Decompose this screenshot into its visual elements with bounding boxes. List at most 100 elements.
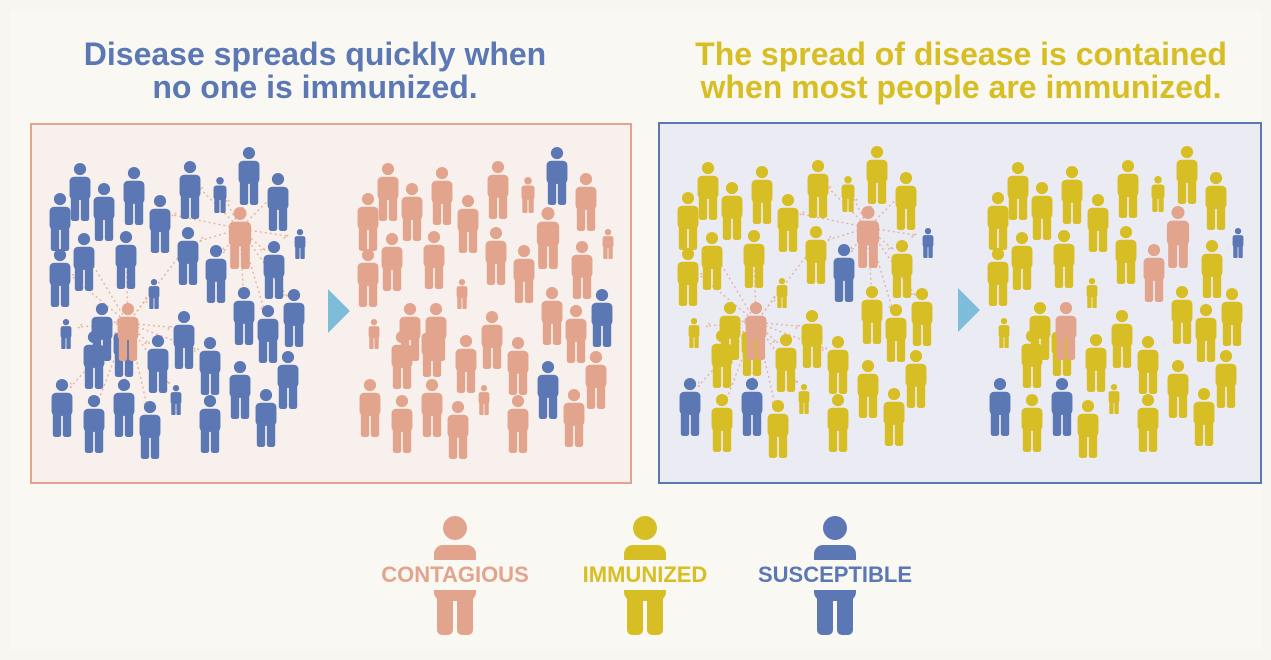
person-contagious-icon [357,193,379,251]
person-susceptible-icon [123,167,145,225]
person-contagious-icon [485,227,507,285]
heading-line: Disease spreads quickly when [83,36,547,72]
person-contagious-icon [377,163,399,221]
person-contagious-icon [478,385,490,415]
person-contagious-icon [507,395,529,453]
person-contagious-icon [423,231,445,289]
person-contagious-icon [856,206,880,268]
person-immunized-icon [677,248,699,306]
person-immunized-icon [1085,334,1107,392]
person-contagious-icon [1055,302,1077,360]
person-contagious-icon [456,279,468,309]
person-susceptible-icon [591,289,613,347]
person-immunized-icon [1087,194,1109,252]
person-contagious-icon [401,183,423,241]
person-immunized-icon [751,166,773,224]
person-immunized-icon [1011,232,1033,290]
person-contagious-icon [455,335,477,393]
arrow-right-icon [328,289,350,333]
person-contagious-icon [575,173,597,231]
person-immunized-icon [911,288,933,346]
person-immunized-icon [1115,226,1137,284]
person-immunized-icon [801,310,823,368]
person-immunized-icon [827,336,849,394]
person-immunized-icon [767,400,789,458]
person-susceptible-icon [922,228,934,258]
person-susceptible-icon [83,395,105,453]
person-susceptible-icon [179,161,201,219]
person-immunized-icon [885,304,907,362]
person-immunized-icon [1021,394,1043,452]
person-contagious-icon [541,287,563,345]
person-immunized-icon [1086,278,1098,308]
person-immunized-icon [777,194,799,252]
person-susceptible-icon [49,249,71,307]
person-susceptible-icon [233,287,255,345]
person-susceptible-icon [255,389,277,447]
person-immunized-icon [1176,146,1198,204]
person-contagious-icon [1166,206,1190,268]
legend-item-immunized: IMMUNIZED [565,515,725,635]
person-susceptible-icon [177,227,199,285]
person-susceptible-icon [147,335,169,393]
person-susceptible-icon [1051,378,1073,436]
person-immunized-icon [866,146,888,204]
person-immunized-icon [624,516,666,635]
person-immunized-icon [1053,230,1075,288]
person-immunized-icon [1193,388,1215,446]
person-susceptible-icon [73,233,95,291]
person-immunized-icon [805,226,827,284]
person-immunized-icon [905,350,927,408]
person-susceptible-icon [93,183,115,241]
legend-item-susceptible: SUSCEPTIBLE [735,515,935,635]
person-susceptible-icon [294,229,306,259]
person-immunized-icon [883,388,905,446]
person-immunized-icon [688,318,700,348]
person-susceptible-icon [148,279,160,309]
person-susceptible-icon [267,173,289,231]
person-susceptible-icon [51,379,73,437]
person-susceptible-icon [546,147,568,205]
person-susceptible-icon [1232,228,1244,258]
person-contagious-icon [481,311,503,369]
person-susceptible-icon [257,305,279,363]
person-contagious-icon [391,395,413,453]
person-contagious-icon [447,401,469,459]
person-contagious-icon [359,379,381,437]
person-contagious-icon [381,233,403,291]
person-immunized-icon [1215,350,1237,408]
person-immunized-icon [841,176,855,212]
person-immunized-icon [1205,172,1227,230]
person-contagious-icon [571,241,593,299]
person-susceptible-icon [229,361,251,419]
person-immunized-icon [857,360,879,418]
person-susceptible-icon [60,319,72,349]
person-susceptible-icon [277,351,299,409]
person-immunized-icon [1201,240,1223,298]
legend-label-immunized: IMMUNIZED [579,560,711,590]
person-susceptible-icon [833,244,855,302]
person-contagious-icon [431,167,453,225]
person-immunized-icon [891,240,913,298]
person-immunized-icon [987,248,1009,306]
person-immunized-icon [895,172,917,230]
crowd-scene-no-immunization [49,147,614,459]
person-immunized-icon [1061,166,1083,224]
person-susceptible-icon [679,378,701,436]
person-susceptible-icon [199,395,221,453]
person-susceptible-icon [49,193,71,251]
panel-herd-immunity [658,122,1262,484]
person-immunized-icon [1117,160,1139,218]
arrow-right-icon [958,288,980,332]
person-contagious-icon [565,305,587,363]
person-immunized-icon [1007,162,1029,220]
person-immunized-icon [743,230,765,288]
person-susceptible-icon [283,289,305,347]
person-susceptible-icon [173,311,195,369]
person-immunized-icon [1077,400,1099,458]
legend-item-contagious: CONTAGIOUS [360,515,550,635]
person-immunized-icon [1137,336,1159,394]
person-susceptible-icon [213,177,227,213]
person-susceptible-icon [263,241,285,299]
person-immunized-icon [1167,360,1189,418]
